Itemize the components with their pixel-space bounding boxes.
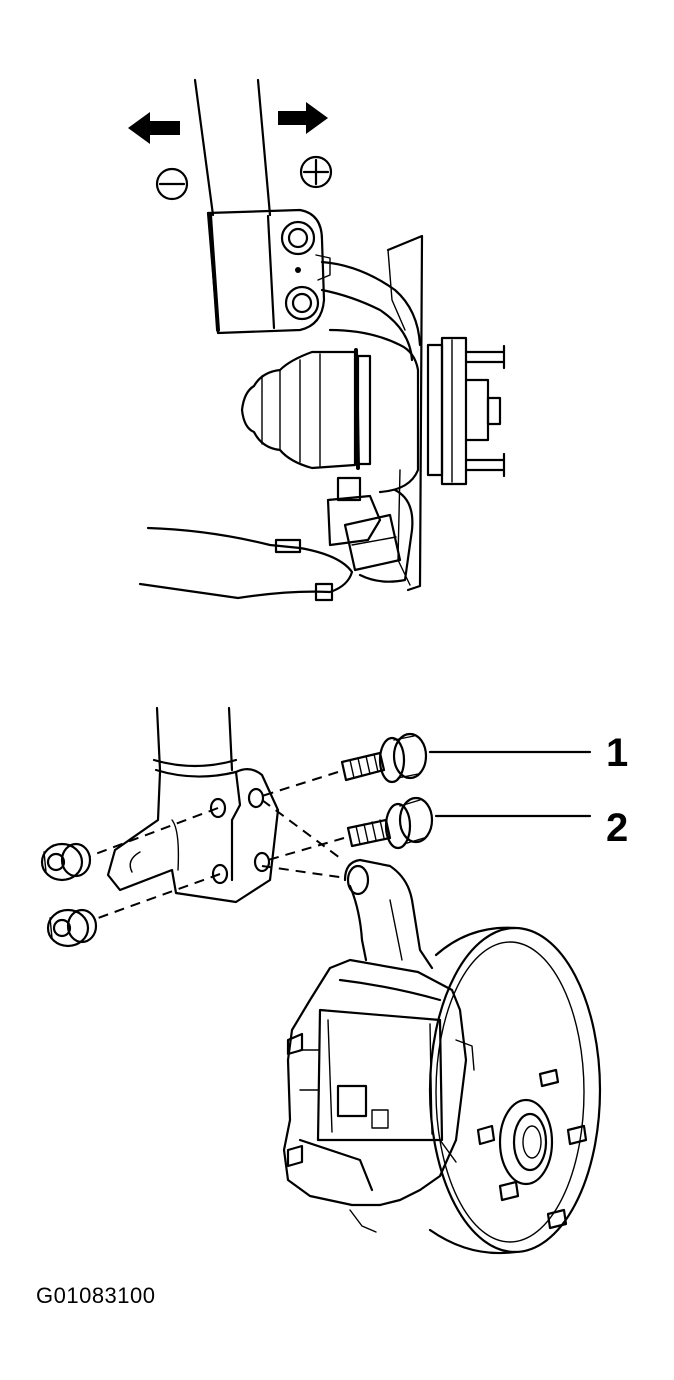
wheel-hub	[426, 336, 506, 486]
wheel-stud	[476, 1124, 496, 1146]
camber-adjustment-view	[128, 78, 506, 602]
upper-bolt	[340, 732, 428, 784]
camber-bolt-upper	[280, 220, 316, 256]
strut-bracket-lower	[106, 768, 280, 904]
brake-rotor	[428, 926, 602, 1255]
upper-nut	[40, 842, 92, 882]
wheel-stud	[566, 1124, 588, 1146]
camber-bolt-lower	[284, 285, 320, 321]
drive-shaft-boot	[240, 348, 372, 470]
knuckle-upper-arm	[343, 858, 434, 970]
lower-nut	[46, 908, 98, 948]
plus-sign-icon	[299, 155, 333, 189]
direction-arrow-left-icon	[128, 112, 180, 144]
alignment-lines	[89, 771, 347, 919]
brake-caliper	[282, 958, 475, 1233]
callout-2-label: 2	[606, 806, 628, 850]
strut-tube	[193, 78, 272, 217]
callout-1-label: 1	[606, 731, 628, 775]
callout-1: 1	[428, 731, 628, 775]
direction-arrow-right-icon	[278, 102, 328, 134]
strut-tube-lower	[152, 706, 238, 778]
wheel-stud	[538, 1068, 560, 1088]
wheel-stud	[546, 1208, 568, 1230]
exploded-view: 1 2	[40, 706, 628, 1255]
strut-bracket	[206, 208, 326, 335]
steering-knuckle	[315, 254, 422, 583]
wheel-stud	[498, 1180, 520, 1202]
minus-sign-icon	[155, 167, 189, 201]
callout-2: 2	[434, 806, 628, 850]
figure-code: G01083100	[36, 1283, 156, 1308]
ball-joint	[326, 476, 402, 572]
wheel-hub-lower	[476, 1068, 588, 1230]
lower-control-arm	[138, 526, 354, 602]
lower-bolt	[346, 796, 434, 850]
